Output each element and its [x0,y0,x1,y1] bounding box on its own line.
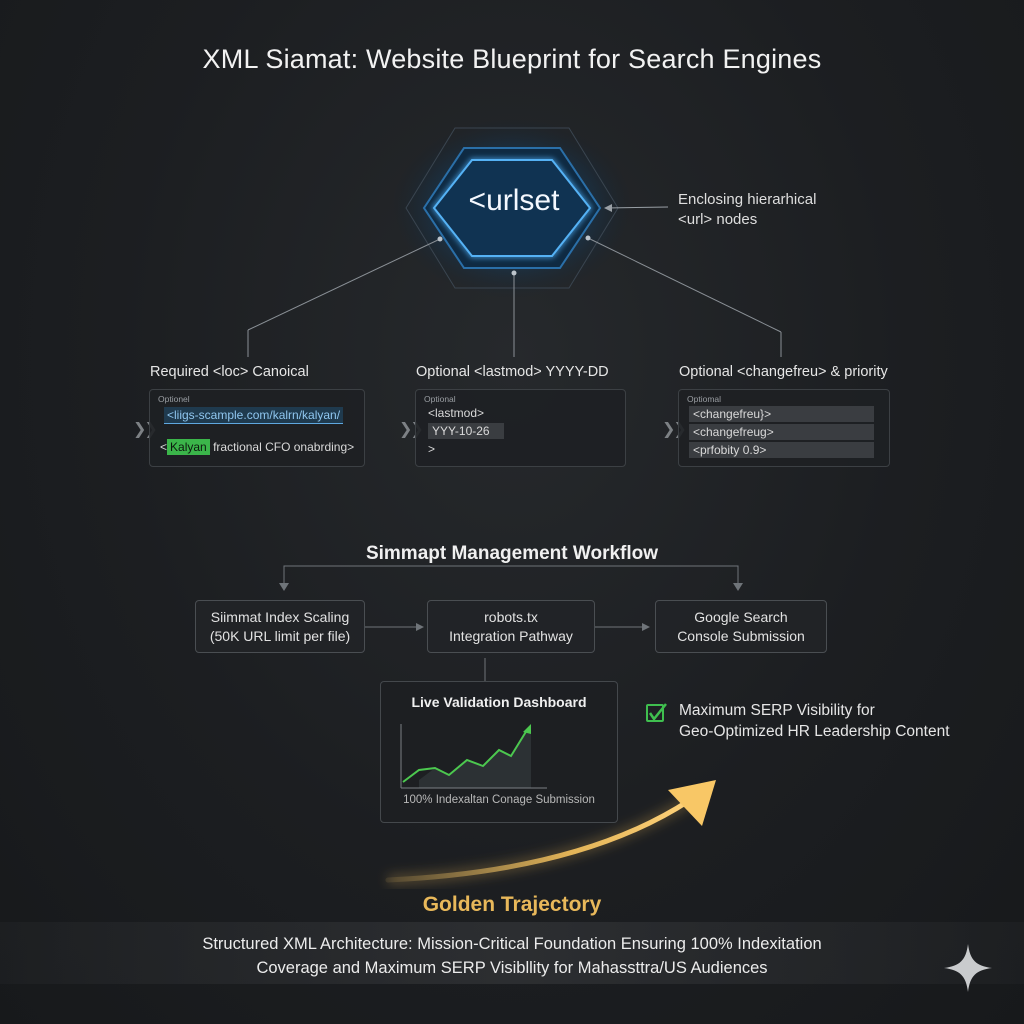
root-node-label: <urlset [468,184,560,217]
footer-line1: Structured XML Architecture: Mission-Cri… [202,935,822,953]
workflow-step-index-scaling: Siimmat Index Scaling (50K URL limit per… [195,600,365,653]
workflow-title: Simmapt Management Workflow [365,543,659,564]
root-node-note-line1: Enclosing hierarhical [678,191,817,208]
workflow-step-robots: robots.tx Integration Pathway [427,600,595,653]
trend-line [402,729,528,783]
note-connector-line [605,206,669,209]
workflow-arrowhead [416,623,424,631]
card-caption: Optiomal [687,394,722,404]
note-arrowhead [604,204,612,212]
column-label-lastmod: Optional <lastmod> YYYY-DD [416,364,609,380]
workflow-arrowhead [642,623,650,631]
trend-arrowhead [523,724,531,734]
workflow-arrowhead [733,583,743,591]
dashboard-caption: 100% Indexaltan Conage Submission [403,794,595,806]
loc-highlight-tag: Kalyan [167,439,210,455]
column-label-changefreq: Optional <changefreu> & priority [679,364,888,380]
dashboard-trend-graph [400,724,547,789]
checkbox [646,704,664,722]
lastmod-code-card: Optional <lastmod> YYY-10-26 > [415,389,626,467]
trend-area [419,730,531,788]
workflow-bracket [283,565,739,583]
step-line2: Console Submission [677,627,805,644]
page-title: XML Siamat: Website Blueprint for Search… [202,44,822,74]
footer-summary: Structured XML Architecture: Mission-Cri… [100,932,924,980]
code-line: YYY-10-26 [428,423,504,439]
step-line1: Siimmat Index Scaling [210,608,350,625]
loc-code-card: Optionel <liigs-scample.com/kalrn/kalyan… [149,389,365,467]
card-caption: Optionel [158,394,190,404]
loc-url-value: <liigs-scample.com/kalrn/kalyan/ [164,407,344,424]
code-line: <prfobity 0.9> [689,442,874,458]
card-caption: Optional [424,394,456,404]
priority-line: <prfobity 0.9> [689,442,874,458]
golden-trajectory-label: Golden Trajectory [422,893,602,916]
code-line: <changefreug> [689,424,874,440]
sparkle-icon [944,944,992,992]
serp-note-line1: Maximum SERP Visibility for [679,702,875,719]
step-line1: robots.tx [484,608,538,625]
step-line1: Google Search [694,608,788,625]
root-node-note-line2: <url> nodes [678,211,758,228]
loc-description: fractional CFO onabrding> [213,440,355,454]
connector-dot [585,235,591,241]
step-line2: (50K URL limit per file) [209,627,351,644]
golden-arrowhead [668,780,716,826]
serp-visibility-note: Maximum SERP Visibility for Geo-Optimize… [679,700,950,742]
changefreq-line-1: <changefreu}> [689,406,874,422]
step-line2: Integration Pathway [449,627,573,644]
code-line: <Kalyan fractional CFO onabrding> [160,439,355,455]
changefreq-line-2: <changefreug> [689,424,874,440]
footer-band [0,922,1024,984]
column-label-loc: Required <loc> Canoical [150,364,309,380]
serp-note-line2: Geo-Optimized HR Leadership Content [679,723,950,740]
footer-line2: Coverage and Maximum SERP Visibllity for… [256,959,768,977]
code-line: > [428,442,436,456]
connector-to-loc [247,238,441,331]
code-line: <lastmod> [428,406,485,420]
code-line: <changefreu}> [689,406,874,422]
validation-dashboard: Live Validation Dashboard 100% Indexalta… [380,681,618,823]
connector-dot [437,236,443,242]
root-node-note: Enclosing hierarhical <url> nodes [678,190,816,230]
dashboard-title: Live Validation Dashboard [411,694,587,710]
workflow-arrowhead [279,583,289,591]
connector-dot [511,270,517,276]
workflow-step-search-console: Google Search Console Submission [655,600,827,653]
lastmod-date-value: YYY-10-26 [428,423,504,439]
code-line: <liigs-scample.com/kalrn/kalyan/ [164,407,344,424]
connector-to-changefreq [587,237,782,333]
changefreq-code-card: Optiomal <changefreu}> <changefreug> <pr… [678,389,890,467]
